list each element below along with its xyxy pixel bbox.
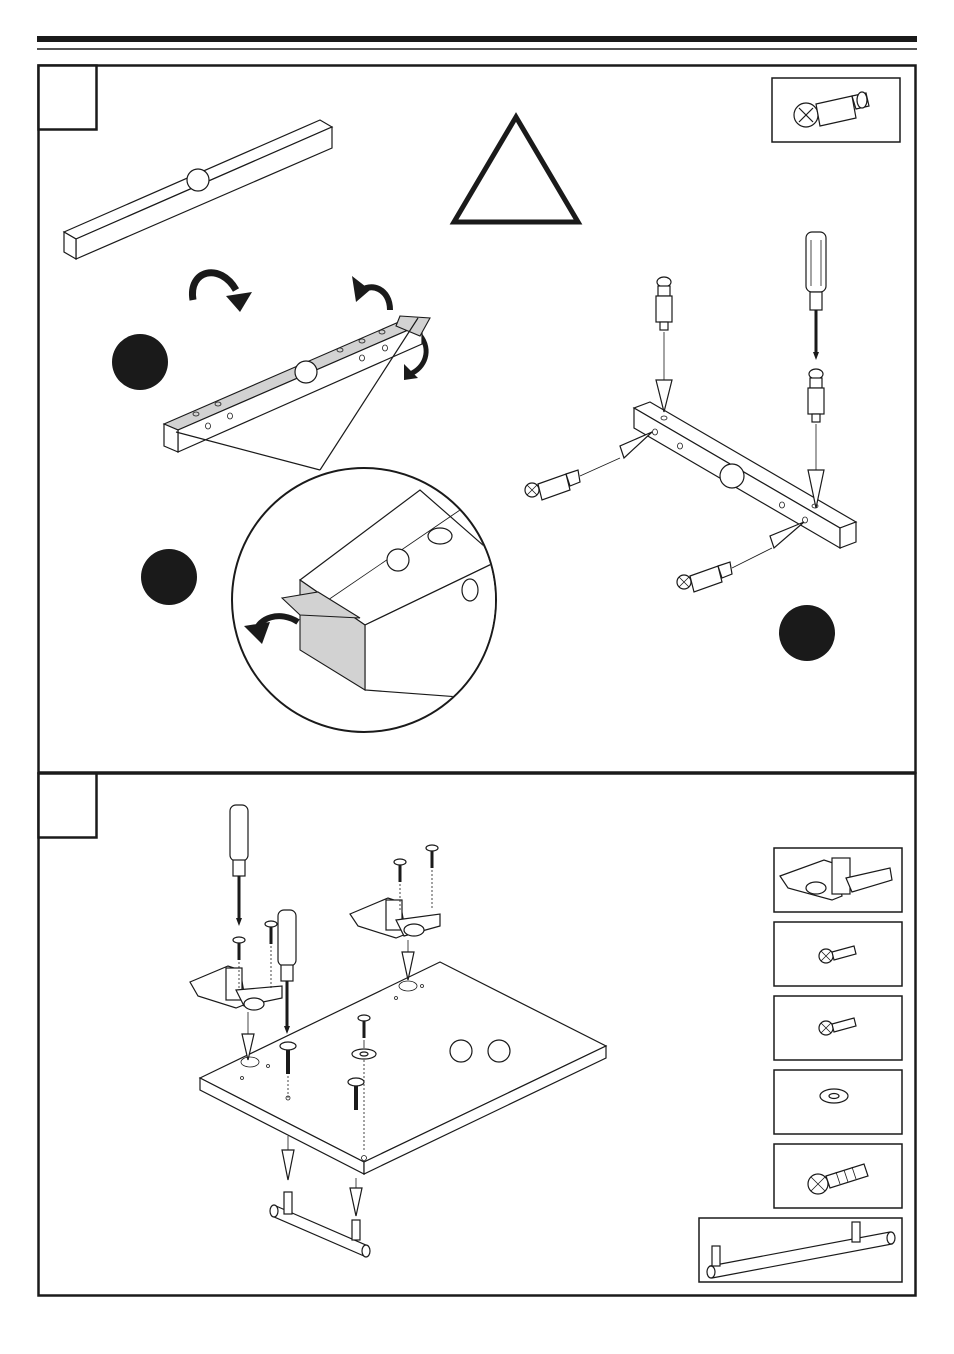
step-2-number-box: [39, 774, 97, 838]
insert-arrow-icon: [350, 1188, 362, 1216]
part-box-hinge: [774, 848, 902, 912]
step-2-panel: [39, 774, 916, 1296]
short-screw-icon: [265, 921, 277, 944]
insert-arrow-icon: [770, 522, 804, 548]
hinge-icon: [350, 898, 440, 938]
screwdriver-icon: [278, 910, 296, 1034]
sub-step-marker-3: [779, 605, 835, 661]
part-box-handle-screw: [774, 1144, 902, 1208]
cam-dowel-icon: [525, 470, 580, 500]
hinge-icon: [190, 966, 282, 1010]
rail-center-mark: [720, 464, 744, 488]
washer-icon: [820, 1089, 848, 1103]
part-box-cam-dowel: [772, 78, 900, 142]
step-1-panel: [39, 66, 916, 773]
insert-arrow-icon: [282, 1150, 294, 1180]
cam-dowel-icon: [656, 277, 672, 330]
part-box-short-screw-2: [774, 996, 902, 1060]
rail-with-dowels-assembly: [525, 232, 856, 592]
rotate-arrow-right-icon: [352, 276, 390, 310]
header-rule: [37, 36, 917, 49]
panel-mark: [450, 1040, 472, 1062]
rail-center-mark: [187, 169, 209, 191]
panel-mark: [488, 1040, 510, 1062]
plain-rail: [64, 120, 332, 259]
insert-arrow-icon: [620, 432, 652, 458]
cam-dowel-icon: [808, 369, 824, 422]
part-box-washer: [774, 1070, 902, 1134]
washer-icon: [352, 1049, 376, 1059]
short-screw-icon: [394, 859, 406, 882]
part-box-handle-bar: [699, 1218, 902, 1282]
rail-center-mark: [295, 361, 317, 383]
sub-step-marker-2: [141, 549, 197, 605]
screwdriver-icon: [806, 232, 826, 360]
drilled-rail-with-film: [164, 316, 430, 452]
rotate-arrow-left-icon: [192, 273, 252, 312]
cam-dowel-icon: [677, 562, 732, 592]
short-screw-icon: [426, 845, 438, 868]
sub-step-marker-1: [112, 334, 168, 390]
magnified-detail: [232, 468, 500, 732]
part-box-short-screw-1: [774, 922, 902, 986]
screwdriver-icon: [230, 805, 248, 926]
step-1-number-box: [39, 66, 97, 130]
short-screw-icon: [233, 937, 245, 960]
warning-triangle-icon: [454, 117, 578, 222]
